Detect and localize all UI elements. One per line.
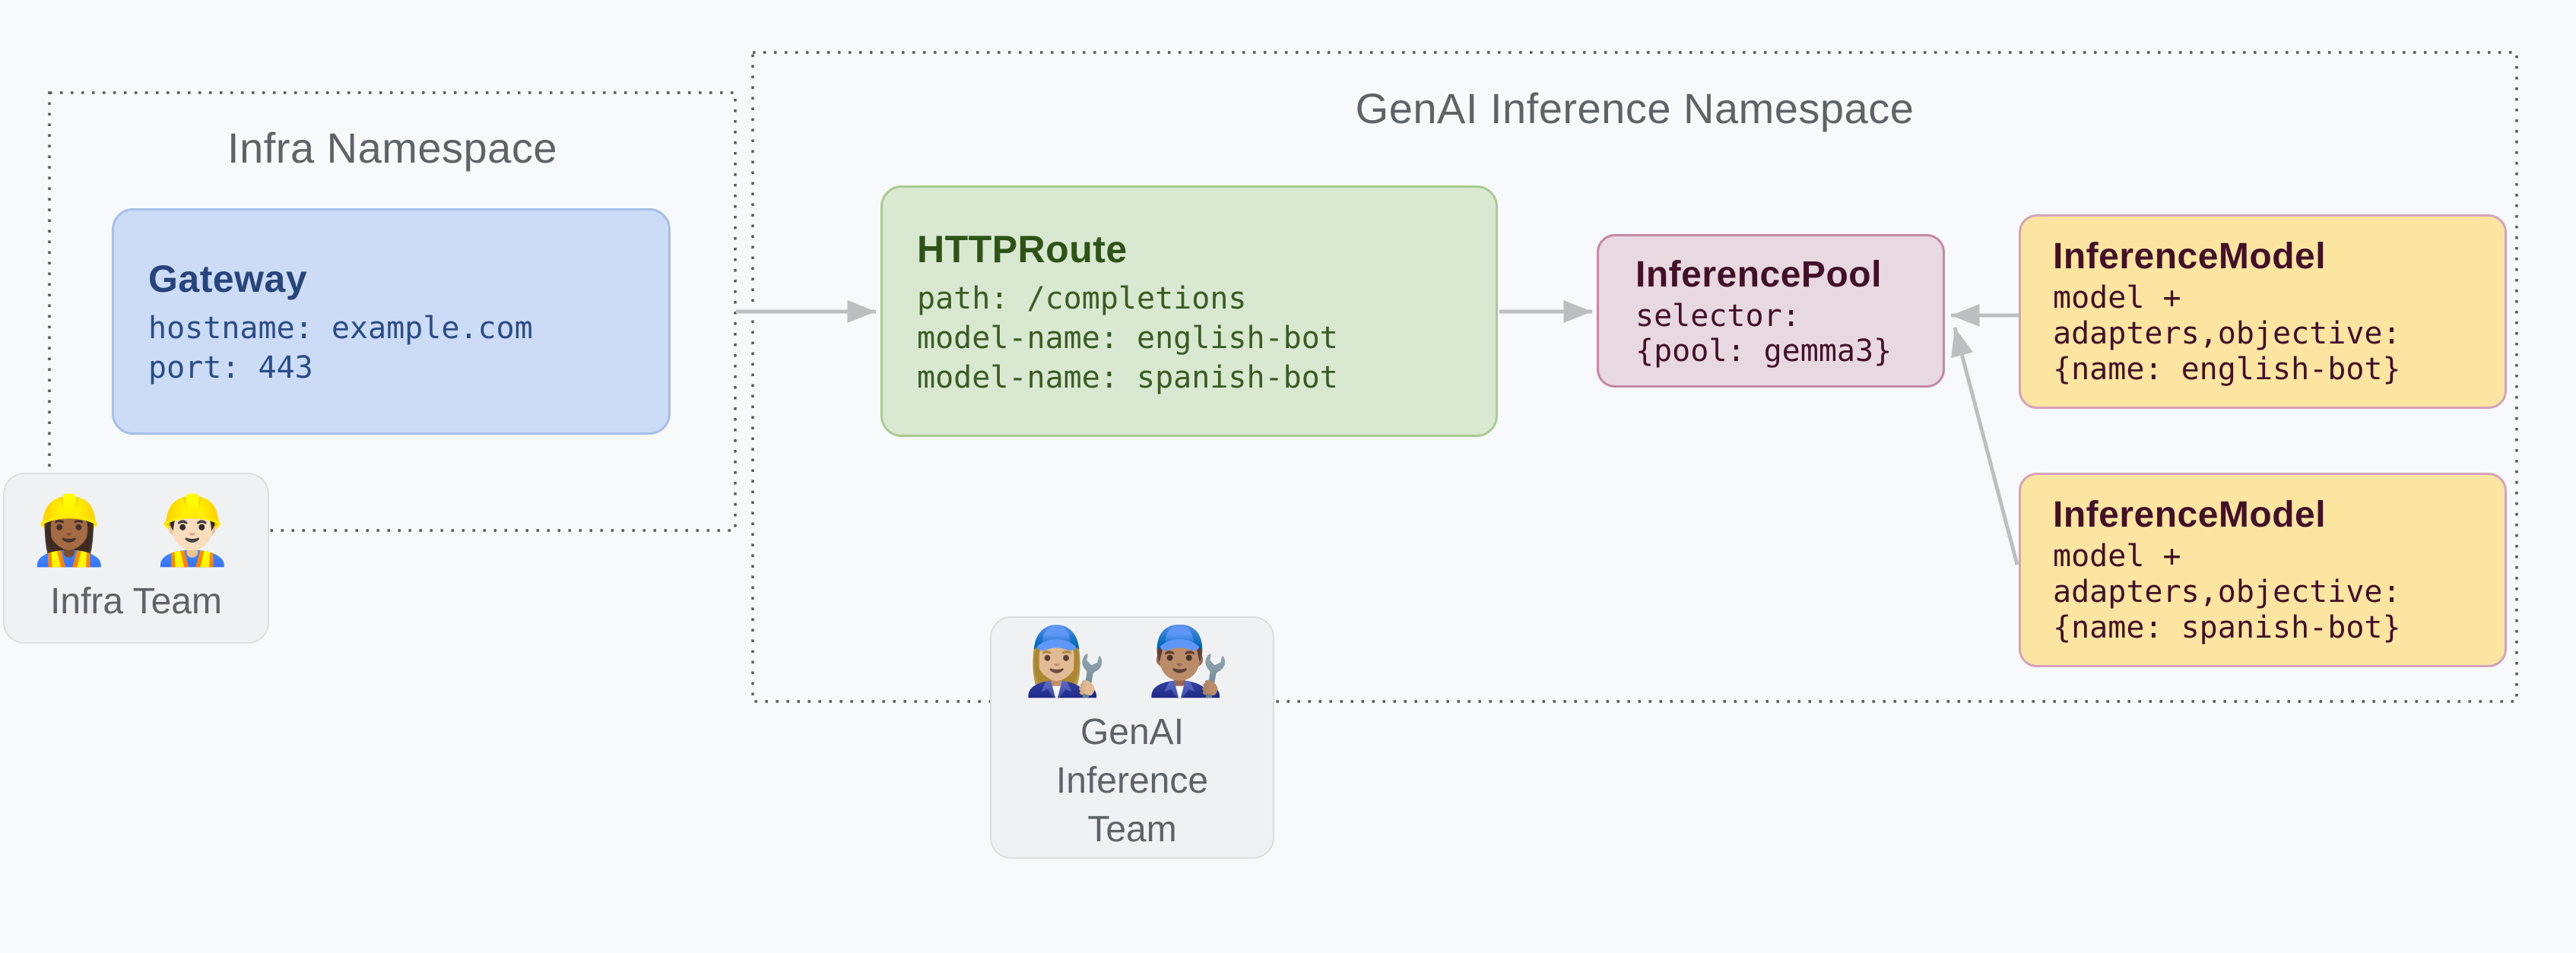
infra-team-box: 👷🏾‍♀️ 👷🏻‍♂️ Infra Team <box>3 473 269 644</box>
infra-namespace-border <box>48 91 737 532</box>
inference-pool-value-line: {pool: gemma3} <box>1635 333 1892 369</box>
arrow-inferencemodel-spanish-to-inferencepool <box>1951 327 2019 565</box>
inference-pool-card: InferencePool selector: {pool: gemma3} <box>1597 234 1945 388</box>
gateway-title: Gateway <box>148 258 308 300</box>
httproute-card: HTTPRoute path: /completions model-name:… <box>880 185 1498 437</box>
inference-pool-selector-line: selector: <box>1635 298 1800 334</box>
gateway-card: Gateway hostname: example.com port: 443 <box>112 208 671 435</box>
genai-namespace-border <box>751 51 2518 703</box>
genai-namespace-title: GenAI Inference Namespace <box>1355 84 1915 132</box>
genai-team-box: 👩🏼‍🔧 👨🏽‍🔧 GenAI Inference Team <box>990 616 1274 859</box>
inference-model-spanish-line-1: model + <box>2053 539 2181 574</box>
construction-workers-emoji: 👷🏾‍♀️ 👷🏻‍♂️ <box>27 492 245 568</box>
inference-model-english-card: InferenceModel model + adapters,objectiv… <box>2019 214 2507 409</box>
inference-model-english-line-2: adapters,objective: <box>2053 316 2401 351</box>
gateway-hostname-line: hostname: example.com <box>148 311 533 346</box>
inference-model-english-line-3: {name: english-bot} <box>2053 352 2401 387</box>
inference-model-spanish-card: InferenceModel model + adapters,objectiv… <box>2019 473 2507 667</box>
inference-model-spanish-title: InferenceModel <box>2053 495 2327 535</box>
inference-model-spanish-line-3: {name: spanish-bot} <box>2053 610 2401 645</box>
inference-model-english-line-1: model + <box>2053 280 2181 315</box>
inference-pool-title: InferencePool <box>1635 254 1882 295</box>
httproute-path-line: path: /completions <box>917 280 1247 316</box>
infra-namespace-title: Infra Namespace <box>227 124 557 172</box>
gateway-port-line: port: 443 <box>148 350 313 385</box>
infra-team-label: Infra Team <box>50 581 222 622</box>
httproute-model-spanish-line: model-name: spanish-bot <box>917 359 1338 395</box>
genai-team-label: GenAI Inference Team <box>1055 712 1209 850</box>
httproute-title: HTTPRoute <box>917 227 1128 271</box>
httproute-model-english-line: model-name: english-bot <box>917 320 1338 356</box>
inference-model-spanish-line-2: adapters,objective: <box>2053 575 2401 609</box>
inference-model-english-title: InferenceModel <box>2053 236 2327 277</box>
mechanics-emoji: 👩🏼‍🔧 👨🏽‍🔧 <box>1023 622 1241 698</box>
